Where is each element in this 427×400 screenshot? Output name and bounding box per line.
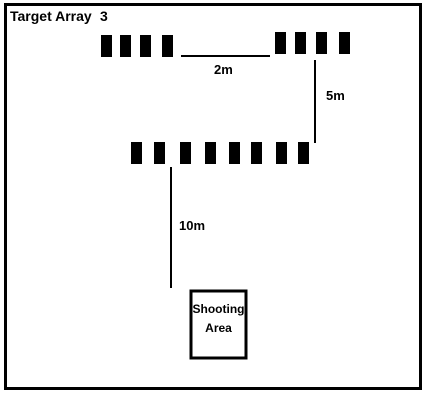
target [275,32,286,54]
target [339,32,350,54]
shooting-area-label-line1: Shooting [193,302,245,316]
shooting-area-box [189,289,248,360]
target [251,142,262,164]
target [316,32,327,54]
target [180,142,191,164]
target [276,142,287,164]
target [205,142,216,164]
diagram-frame [4,3,422,390]
target [162,35,173,57]
target [295,32,306,54]
target [298,142,309,164]
target-group-top-right [275,32,350,54]
distance-label-2m: 2m [214,62,233,77]
target [131,142,142,164]
target [229,142,240,164]
target [101,35,112,57]
target-group-top-left [101,35,173,57]
shooting-area-label-line2: Area [205,321,232,335]
target-group-middle [131,142,309,164]
target [154,142,165,164]
target [140,35,151,57]
target [120,35,131,57]
diagram-title: Target Array [10,8,92,24]
diagram-title-number: 3 [100,8,108,24]
distance-label-5m: 5m [326,88,345,103]
distance-label-10m: 10m [179,218,205,233]
